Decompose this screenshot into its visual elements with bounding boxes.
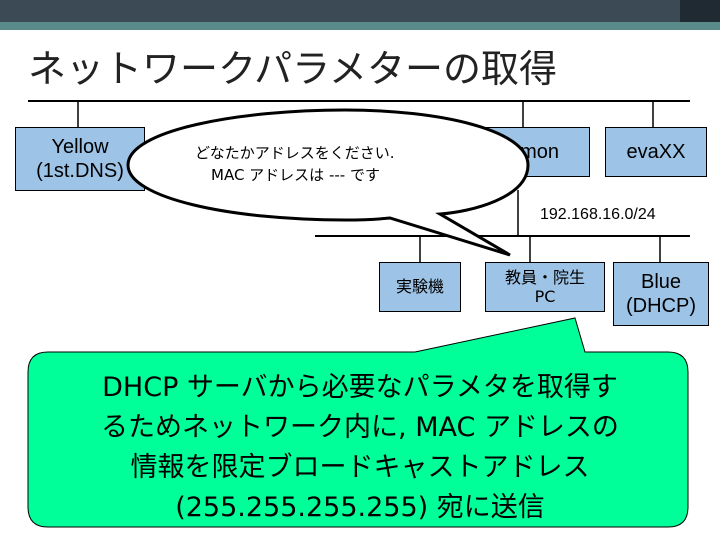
callout-line-2: るためネットワーク内に, MAC アドレスの [101,412,619,443]
node-yellow-line2: (1st.DNS) [36,160,124,182]
node-blue-line2: (DHCP) [626,295,696,317]
header-corner-block [680,0,720,22]
node-evaxx: evaXX [605,127,707,177]
speech-bubble-outline [126,108,530,257]
node-staff-pc-line2: PC [534,287,556,306]
callout-line-3: 情報を限定ブロードキャストアドレス [130,452,590,483]
callout-line-1: DHCP サーバから必要なパラメタを取得す [102,372,618,403]
node-staff-pc-line1: 教員・院生 [504,267,585,287]
slide-title: ネットワークパラメターの取得 [28,47,557,91]
speech-bubble-line2: MAC アドレスは --- です [211,166,380,184]
node-yellow-line1: Yellow [51,136,109,158]
node-jikkenki: 実験機 [379,262,461,312]
header-accent-bar [0,22,720,30]
node-staff-pc: 教員・院生 PC [485,262,605,312]
node-yellow: Yellow (1st.DNS) [15,127,145,191]
node-blue-line1: Blue [640,271,682,293]
node-jikkenki-label: 実験機 [395,277,444,297]
callout-outline [27,317,689,528]
subnet-label: 192.168.16.0/24 [540,206,656,223]
node-evaxx-label: evaXX [626,141,686,163]
callout-text: DHCP サーバから必要なパラメタを取得す るためネットワーク内に, MAC ア… [40,368,680,528]
node-blue: Blue (DHCP) [613,262,709,326]
callout-line-4: (255.255.255.255) 宛に送信 [175,492,545,523]
header-bar [0,0,720,22]
speech-bubble-line1: どなたかアドレスをください. [195,144,395,162]
speech-bubble-text: どなたかアドレスをください. MAC アドレスは --- です [195,142,394,186]
